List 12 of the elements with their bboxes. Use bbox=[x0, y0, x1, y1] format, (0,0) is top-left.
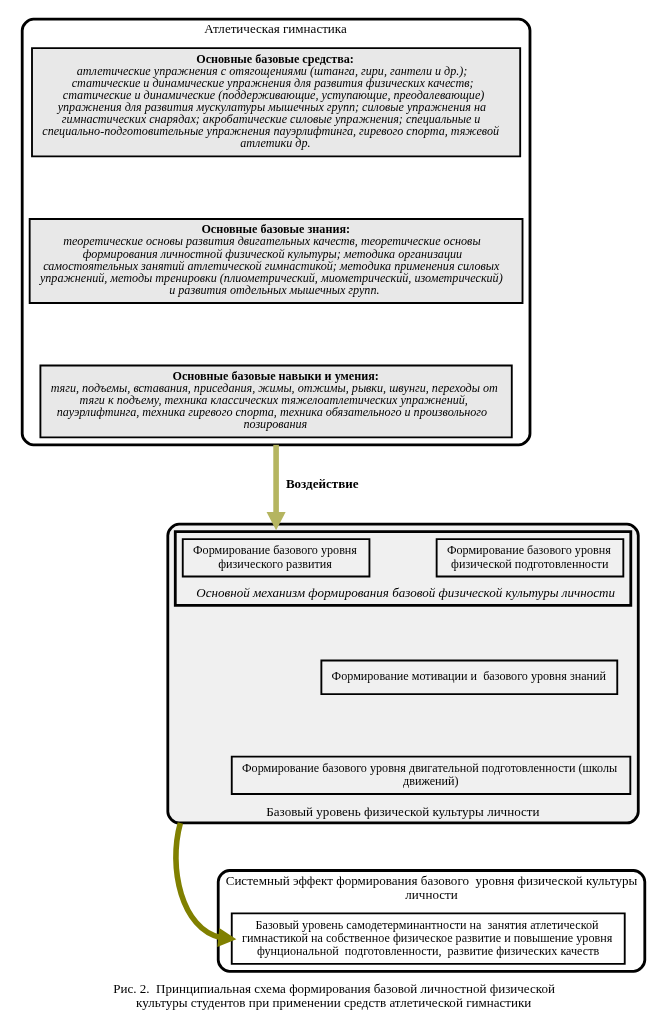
caption: Рис. 2. Принципиальная схема формирования базовой личностной физической культуры студентов при применении средств атлетической гимнастики bbox=[112, 980, 555, 1010]
edge-label: Воздействие bbox=[285, 475, 359, 491]
arrow bbox=[172, 822, 236, 947]
arrow bbox=[266, 444, 286, 531]
node-box: Формирование базового уровня физического развития bbox=[181, 538, 370, 578]
node-box: Формирование базового уровня физической подготовленности bbox=[435, 538, 624, 578]
node-box: Базовый уровень самодетерминантности на занятия атлетической гимнастикой на собственное физическое развитие и повышение уровня фунциональной подготовленности, развитие физических качеств bbox=[230, 912, 626, 965]
node-box: Основные базовые знания: теоретические основы развития двигательных качеств, теоретические основы формирования личностной физической культуры; методика организации самостоятельных занятий атлетической гимнастикой; методика применения силовых упражнений, методы тренировки (плиометрический, миометрический, изометрический) и развития отдельных мышечных групп. bbox=[28, 218, 523, 304]
node-box: Формирование базового уровня двигательной подготовленности (школы движений) bbox=[230, 755, 631, 795]
node-box: Формирование мотивации и базового уровня знаний bbox=[319, 659, 618, 696]
node-box: Основные базовые навыки и умения: тяги, подъемы, вставания, приседания, жимы, отжимы, рывки, швунги, переходы от тяги к подъему, техника классических тяжелоатлетических упражнений, пауэрлифтинга, техника гиревого спорта, техника обязательного и произвольного позирования bbox=[38, 364, 513, 439]
node-box: Основные базовые средства: атлетические упражнения с отягощениями (штанга, гири, гантели и др.); статические и динамические упражнения для развития физических качеств; статические и динамические (поддерживающие, уступающие, преодалевающие) упражнения для развития мускулатуры мышечных групп; силовые упражнения на гимнастических снарядах; акробатические силовые упражнения; специальные и специально-подготовительные упражнения пауэрлифтинга, гиревого спорта, тяжевой атлетики др. bbox=[30, 47, 521, 158]
